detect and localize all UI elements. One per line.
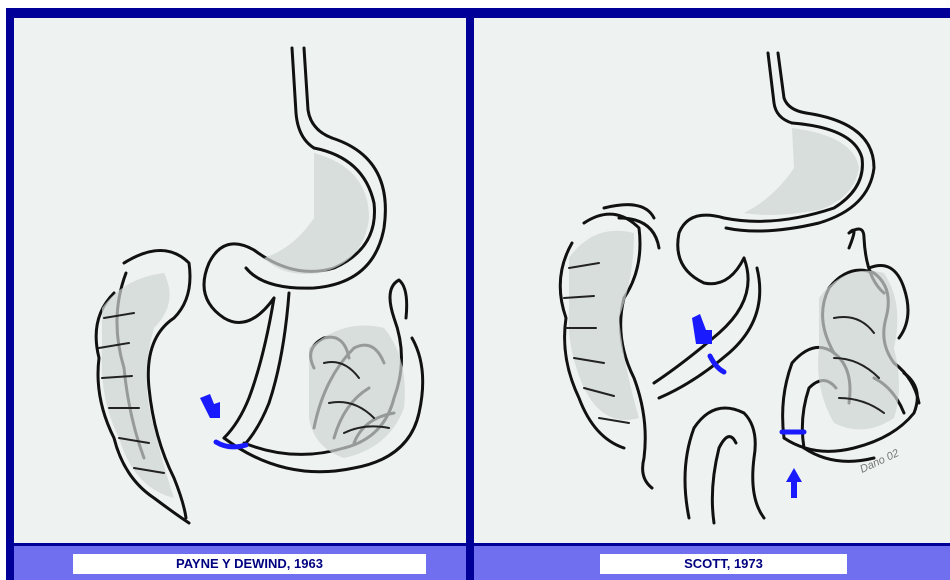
figure-border: Dano 02 PAYNE Y DEWIND, 1963 SCOTT, 1973 — [6, 8, 950, 580]
panel-left-illustration — [14, 18, 466, 543]
gi-tract-drawing-right: Dano 02 — [474, 18, 950, 543]
caption-right: SCOTT, 1973 — [600, 554, 847, 574]
gi-tract-drawing-left — [14, 18, 466, 543]
caption-bar-left: PAYNE Y DEWIND, 1963 — [14, 546, 466, 580]
blue-up-arrow-marker — [786, 468, 802, 498]
caption-left: PAYNE Y DEWIND, 1963 — [73, 554, 426, 574]
blue-arrow-marker-left — [200, 394, 220, 418]
panel-right-illustration: Dano 02 — [474, 18, 950, 543]
caption-bar-right: SCOTT, 1973 — [474, 546, 950, 580]
blue-arrow-marker-upper — [692, 314, 712, 344]
artist-signature: Dano 02 — [858, 447, 901, 475]
